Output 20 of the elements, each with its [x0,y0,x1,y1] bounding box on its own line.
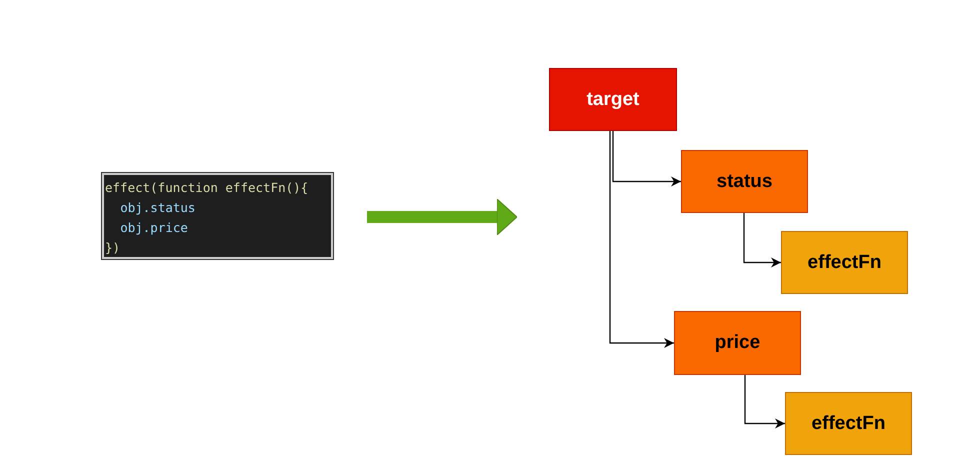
arrow [743,213,781,268]
arrow [612,131,681,186]
node-label: effectFn [808,252,882,274]
code-line: obj.status [119,199,196,217]
process-box [549,68,677,131]
process-box [681,150,808,213]
node-label: effectFn [812,412,886,434]
code-line: obj.price [119,219,189,237]
code-snippet [102,173,333,259]
code-line: }) [105,239,122,257]
arrow [744,375,785,428]
process-box [781,231,908,294]
node-label: price [714,332,760,354]
node-label: status [716,170,772,192]
process-box [785,392,912,455]
arrow [609,131,674,348]
node-label: target [586,88,640,110]
block-arrow [367,198,518,236]
process-box [674,311,801,375]
code-line: effect(function effectFn(){ [105,179,310,197]
